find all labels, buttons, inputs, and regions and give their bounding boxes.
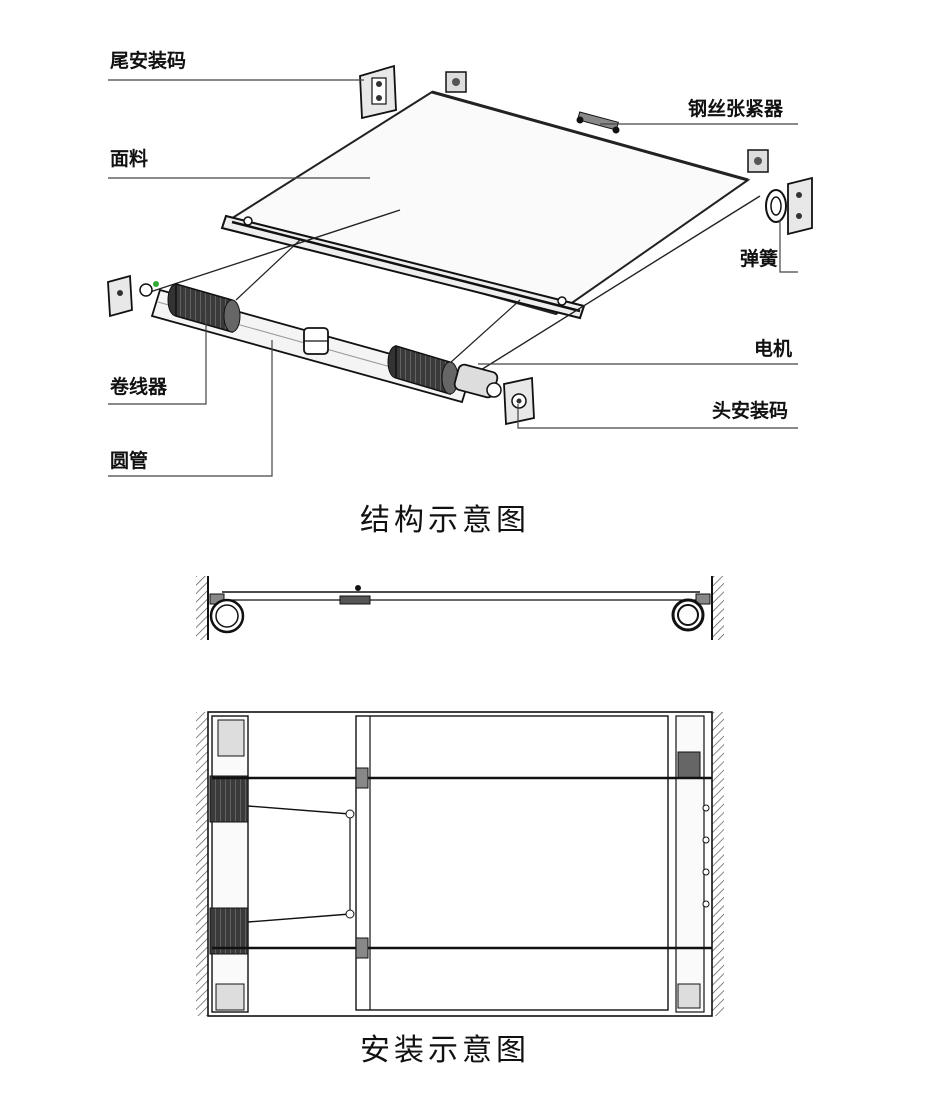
top-bracket-right [747,149,769,173]
left-winder-part [167,283,241,333]
tail-bracket-part [359,64,397,120]
caption-installation: 安装示意图 [360,1033,530,1068]
label-spring: 弹簧 [740,248,779,270]
label-motor: 电机 [754,338,793,360]
structure-diagram [107,64,813,477]
label-wire-tensioner: 钢丝张紧器 [688,98,784,120]
right-winder-part [387,344,459,396]
caption-structure: 结构示意图 [360,503,530,538]
label-head-bracket: 头安装码 [712,400,789,422]
side-view-diagram [196,576,724,640]
head-bracket-part [503,376,535,426]
plan-view-diagram [196,711,724,1017]
wire-tensioner-part [576,111,620,134]
motor-part [453,363,502,399]
label-tail-bracket: 尾安装码 [110,50,187,72]
center-clamp-part [303,327,329,355]
leader-lines [108,79,798,477]
spring-bracket-part [765,176,813,236]
left-end-bracket-part [107,274,159,318]
label-fabric: 面料 [110,148,149,170]
label-tube: 圆管 [110,450,149,472]
label-winder: 卷线器 [110,376,168,398]
top-bracket-left [445,71,467,93]
